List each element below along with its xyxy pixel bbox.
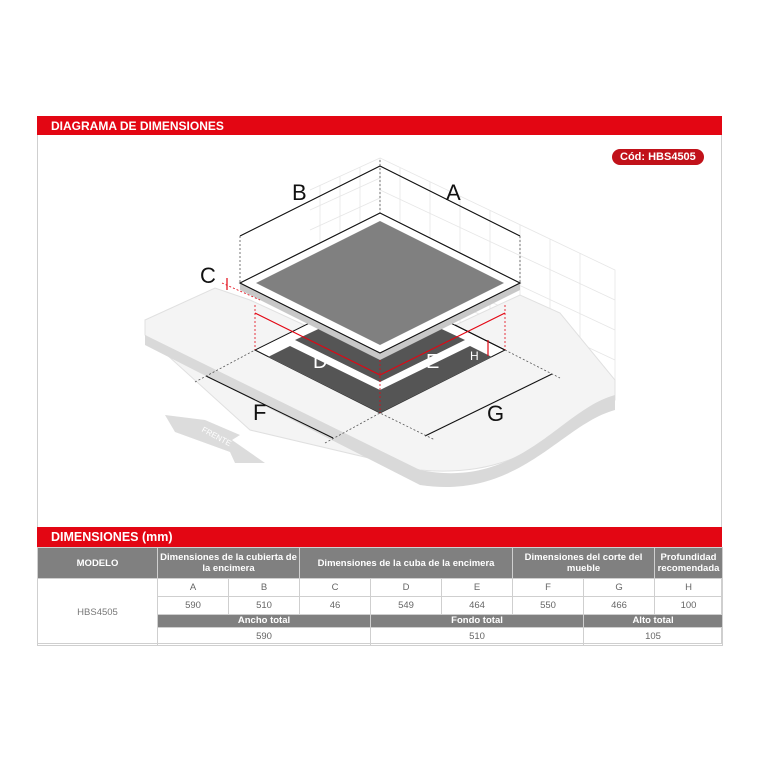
total-width-value: 590 (156, 627, 372, 646)
letter-cell: E (441, 578, 514, 597)
total-height-value: 105 (583, 627, 724, 646)
value-cell: 464 (441, 596, 514, 615)
red-dimension-lines (226, 278, 506, 376)
group-header-row: MODELO Dimensiones de la cubierta de la … (37, 547, 724, 579)
letter-cell: C (299, 578, 372, 597)
label-g: G (487, 401, 504, 426)
value-cell: 550 (512, 596, 585, 615)
label-h: H (470, 349, 479, 363)
letters-row: HBS4505 A B C D E F G H (37, 578, 724, 646)
total-depth-label: Fondo total (370, 614, 585, 628)
letter-cell: H (654, 578, 724, 597)
header-model: MODELO (37, 547, 158, 579)
header-cabinet-cut: Dimensiones del corte del mueble (512, 547, 656, 579)
letter-cell: G (583, 578, 656, 597)
model-cell: HBS4505 (37, 578, 158, 646)
product-code-badge: Cód: HBS4505 (612, 149, 704, 165)
label-f: F (253, 400, 266, 425)
cooktop (238, 212, 522, 360)
label-c: C (200, 263, 216, 288)
total-height-label: Alto total (583, 614, 724, 628)
diagram-section-title: DIAGRAMA DE DIMENSIONES (51, 118, 224, 133)
dimension-diagram: FRENTE B A C F G D E H (144, 157, 616, 487)
value-cell: 510 (227, 596, 301, 615)
header-basin-dims: Dimensiones de la cuba de la encimera (299, 547, 514, 579)
value-cell: 590 (157, 596, 229, 615)
values-row: 590 510 46 549 464 550 466 100 (38, 596, 724, 615)
label-b: B (292, 180, 307, 205)
value-cell: 100 (654, 596, 724, 615)
header-depth: Profundidad recomendada (654, 547, 724, 579)
value-cell: 46 (299, 596, 372, 615)
label-a: A (446, 180, 461, 205)
totals-values-row: 590 510 105 (38, 627, 724, 646)
label-d: D (313, 351, 327, 373)
dimensions-section-header: DIMENSIONES (mm) (37, 527, 722, 547)
letter-cell: D (370, 578, 443, 597)
diagram-section-header: DIAGRAMA DE DIMENSIONES (37, 116, 722, 135)
label-e: E (426, 351, 439, 373)
value-cell: 549 (370, 596, 443, 615)
value-cell: 466 (583, 596, 656, 615)
letter-cell: A (157, 578, 229, 597)
header-countertop-dims: Dimensiones de la cubierta de la encimer… (156, 547, 301, 579)
letter-cell: F (512, 578, 585, 597)
total-width-label: Ancho total (156, 614, 372, 628)
total-depth-value: 510 (370, 627, 585, 646)
totals-header-row: Ancho total Fondo total Alto total (38, 614, 724, 628)
front-arrow-icon: FRENTE (165, 415, 265, 463)
dimensions-table: MODELO Dimensiones de la cubierta de la … (37, 547, 724, 646)
dimensions-section-title: DIMENSIONES (mm) (51, 530, 173, 544)
letter-cell: B (227, 578, 301, 597)
